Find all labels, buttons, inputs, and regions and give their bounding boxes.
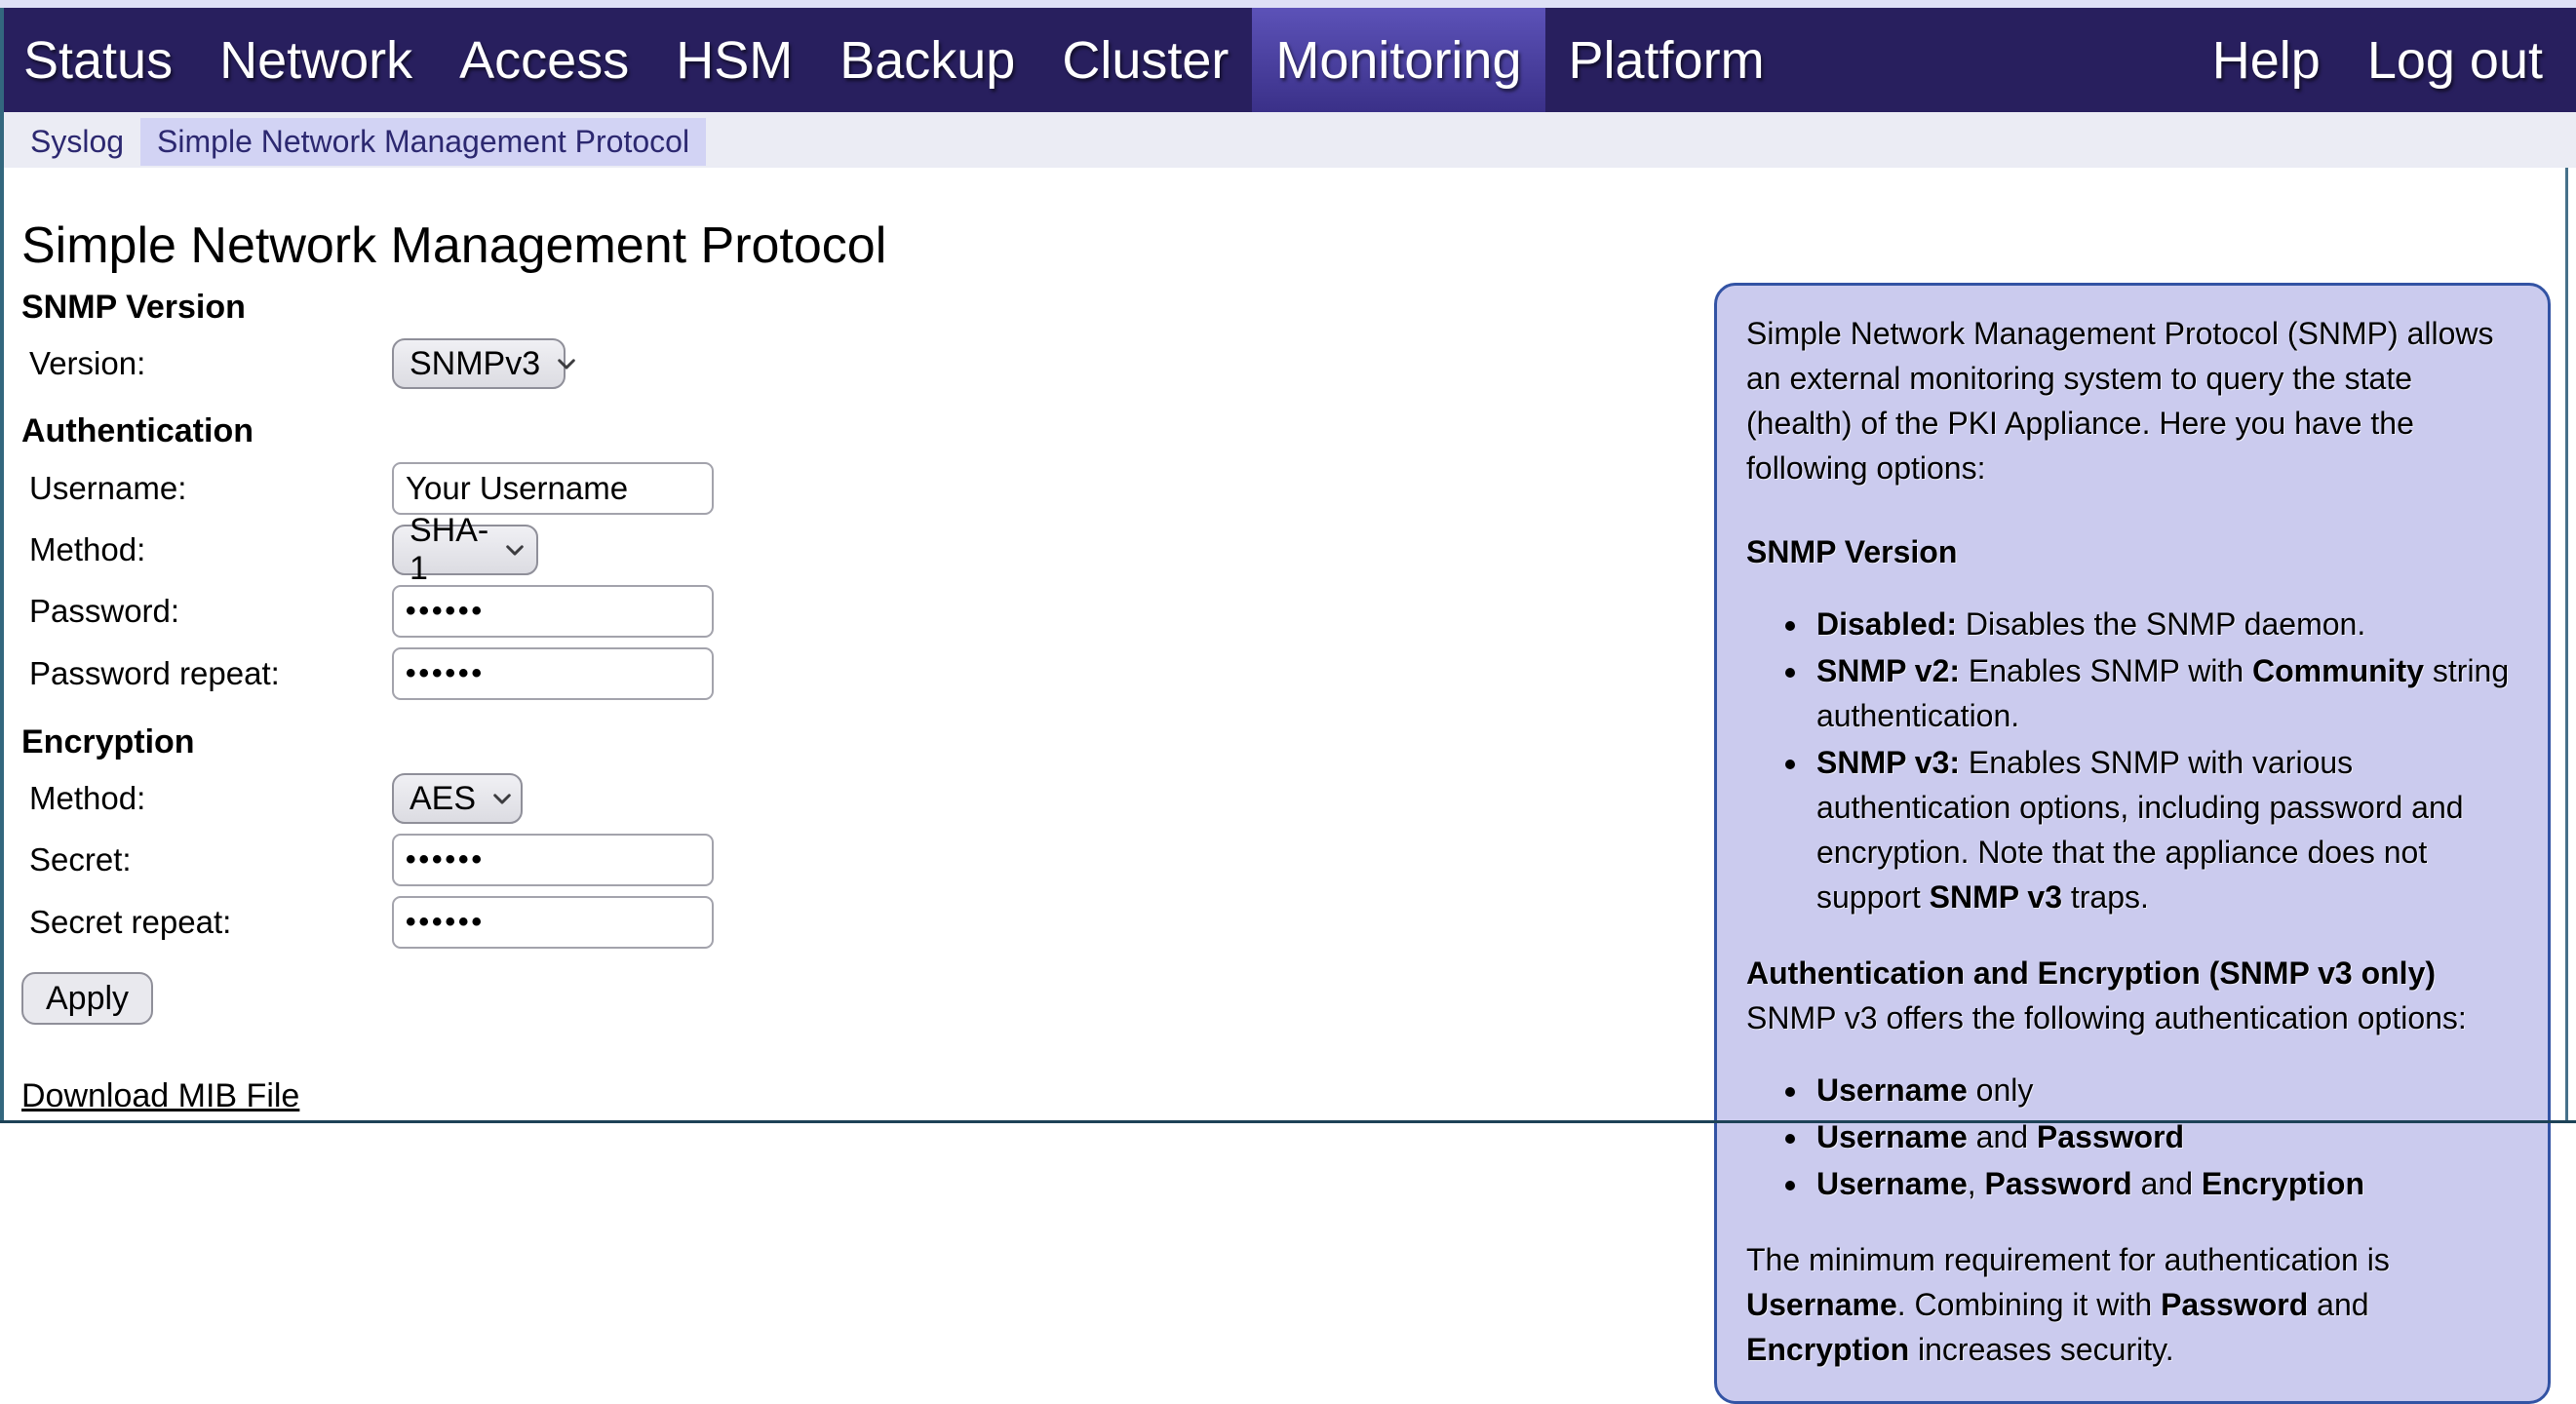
nav-item-platform[interactable]: Platform [1568,30,1765,90]
section-heading-authentication: Authentication [21,412,254,449]
enc-method-select[interactable]: AES [392,773,523,824]
chevron-down-icon [502,537,527,563]
sub-tabbar: Syslog Simple Network Management Protoco… [0,112,2576,168]
secret-repeat-label: Secret repeat: [29,904,232,940]
help-section-auth-enc: Authentication and Encryption (SNMP v3 o… [1746,956,2467,1035]
version-label: Version: [29,345,146,381]
chevron-down-icon [489,786,515,811]
list-item: Disabled: Disables the SNMP daemon. [1811,602,2518,646]
nav-item-monitoring[interactable]: Monitoring [1252,8,1545,112]
enc-method-label: Method: [29,780,146,816]
help-intro: Simple Network Management Protocol (SNMP… [1746,316,2494,486]
help-panel: Simple Network Management Protocol (SNMP… [1714,283,2551,1404]
content-area: Simple Network Management Protocol SNMP … [0,216,2576,1404]
tab-snmp[interactable]: Simple Network Management Protocol [140,118,707,166]
auth-method-label: Method: [29,531,146,567]
secret-label: Secret: [29,841,132,878]
nav-item-network[interactable]: Network [219,30,413,90]
auth-method-select[interactable]: SHA-1 [392,512,538,587]
nav-item-logout[interactable]: Log out [2366,30,2543,90]
nav-item-help[interactable]: Help [2211,30,2321,90]
tab-syslog[interactable]: Syslog [30,124,125,159]
help-section-snmp-version: SNMP Version [1746,534,1958,569]
secret-input[interactable] [392,834,714,886]
password-label: Password: [29,593,180,629]
window-right-edge [2565,168,2568,1123]
password-row: Password: [29,585,2576,638]
password-repeat-input[interactable] [392,647,714,700]
section-heading-snmp-version: SNMP Version [21,289,246,326]
list-item: Username only [1811,1068,2518,1112]
password-input[interactable] [392,585,714,638]
version-select[interactable]: SNMPv3 [392,338,575,389]
version-row: Version: SNMPv3 [29,338,2576,389]
username-input[interactable] [392,462,714,515]
nav-item-backup[interactable]: Backup [839,30,1016,90]
list-item: SNMP v2: Enables SNMP with Community str… [1811,648,2518,738]
window-left-edge [0,8,4,1123]
main-navbar: Status Network Access HSM Backup Cluster… [0,8,2576,112]
auth-method-select-value: SHA-1 [410,512,489,587]
apply-button[interactable]: Apply [21,972,154,1025]
secret-repeat-row: Secret repeat: [29,896,2576,949]
auth-method-row: Method: SHA-1 [29,512,2576,587]
list-item: Username, Password and Encryption [1811,1161,2518,1206]
secret-row: Secret: [29,834,2576,886]
download-mib-link[interactable]: Download MIB File [21,1077,300,1114]
nav-item-cluster[interactable]: Cluster [1062,30,1229,90]
section-heading-encryption: Encryption [21,723,195,760]
help-footer: The minimum requirement for authenticati… [1746,1242,2390,1367]
nav-item-hsm[interactable]: HSM [676,30,794,90]
window-bottom-edge [0,1120,2576,1123]
enc-method-row: Method: AES [29,773,2576,824]
version-select-value: SNMPv3 [410,344,541,382]
enc-method-select-value: AES [410,779,477,817]
help-bullets-auth: Username only Username and Password User… [1746,1068,2518,1206]
nav-right-group: Help Log out [2189,8,2566,112]
nav-item-access[interactable]: Access [459,30,630,90]
password-repeat-label: Password repeat: [29,655,280,691]
help-bullets-version: Disabled: Disables the SNMP daemon. SNMP… [1746,602,2518,919]
password-repeat-row: Password repeat: [29,647,2576,700]
username-row: Username: [29,462,2576,515]
window-top-strip [0,0,2576,8]
page-title: Simple Network Management Protocol [21,217,887,274]
secret-repeat-input[interactable] [392,896,714,949]
username-label: Username: [29,470,187,506]
nav-item-status[interactable]: Status [23,30,174,90]
list-item: SNMP v3: Enables SNMP with various authe… [1811,740,2518,919]
nav-left-group: Status Network Access HSM Backup Cluster… [0,8,1788,112]
chevron-down-icon [554,351,579,376]
